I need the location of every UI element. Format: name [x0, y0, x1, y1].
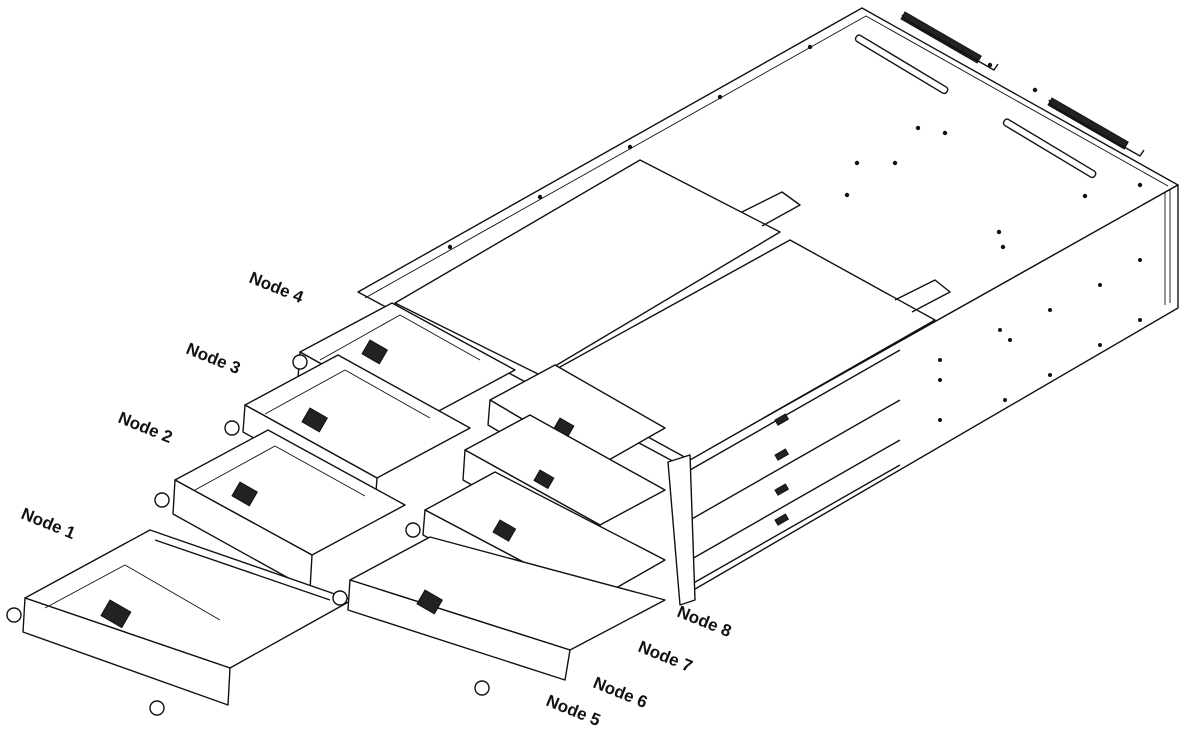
side-panel-holes	[938, 258, 1142, 422]
chassis	[357, 7, 1179, 606]
top-screws	[447, 44, 1143, 250]
rear-handle-left	[900, 11, 999, 71]
bay-cover-upper	[394, 159, 781, 376]
label-node-5: Node 5	[544, 691, 604, 730]
front-ear	[667, 454, 696, 606]
label-node-6: Node 6	[591, 673, 651, 712]
label-node-8: Node 8	[675, 602, 735, 641]
label-node-2: Node 2	[116, 408, 176, 447]
node-group-right	[332, 364, 666, 696]
node-5-module[interactable]	[332, 536, 666, 696]
label-node-7: Node 7	[636, 637, 696, 676]
rear-handle-right	[1047, 97, 1145, 157]
label-node-4: Node 4	[247, 268, 307, 307]
label-node-1: Node 1	[19, 504, 79, 543]
label-node-3: Node 3	[184, 339, 244, 378]
node-2-module[interactable]	[154, 429, 406, 591]
side-rails	[689, 349, 901, 586]
